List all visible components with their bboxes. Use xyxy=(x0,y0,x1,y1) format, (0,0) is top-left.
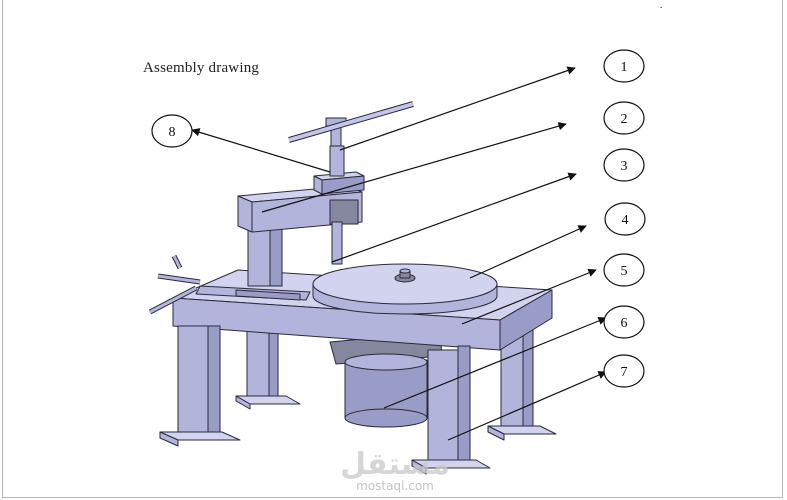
back-left-leg xyxy=(235,329,301,410)
callout-5: 5 xyxy=(603,253,645,287)
watermark-url: mostaql.com xyxy=(356,479,434,493)
leader-line-6 xyxy=(383,316,607,409)
callout-label: 1 xyxy=(621,60,628,75)
leader-lines xyxy=(191,66,607,441)
callout-1: 1 xyxy=(603,49,645,83)
leader-line-4 xyxy=(469,225,587,279)
front-left-leg xyxy=(159,325,241,447)
leader-line-8 xyxy=(191,128,331,173)
back-right-leg xyxy=(487,317,557,441)
callout-label: 8 xyxy=(169,125,176,140)
callout-8: 8 xyxy=(151,114,193,148)
leader-line-7 xyxy=(447,371,607,441)
leader-line-3 xyxy=(331,172,577,263)
callout-3: 3 xyxy=(603,148,645,182)
callout-label: 3 xyxy=(621,159,628,174)
leader-line-5 xyxy=(461,268,597,325)
turntable-disc xyxy=(312,263,498,315)
column xyxy=(247,221,283,287)
callout-6: 6 xyxy=(603,305,645,339)
leader-line-1 xyxy=(339,66,576,151)
drawing-title: Assembly drawing xyxy=(143,60,260,76)
machine-illustration xyxy=(148,101,557,475)
motor-cylinder xyxy=(329,331,443,428)
arm-beam xyxy=(237,185,363,233)
callout-label: 2 xyxy=(621,112,628,127)
watermark-arabic: مستقل xyxy=(340,447,450,482)
screw-head xyxy=(288,101,414,265)
corner-mark: . xyxy=(660,0,662,10)
callout-7: 7 xyxy=(603,354,645,388)
leader-line-2 xyxy=(261,122,567,213)
callout-label: 6 xyxy=(621,316,628,331)
watermark: مستقل mostaql.com xyxy=(340,447,450,493)
callout-label: 5 xyxy=(621,264,628,279)
callout-label: 4 xyxy=(622,213,629,228)
callout-label: 7 xyxy=(621,365,628,380)
slide-rail xyxy=(148,254,311,315)
callout-4: 4 xyxy=(604,202,646,236)
callout-2: 2 xyxy=(603,101,645,135)
